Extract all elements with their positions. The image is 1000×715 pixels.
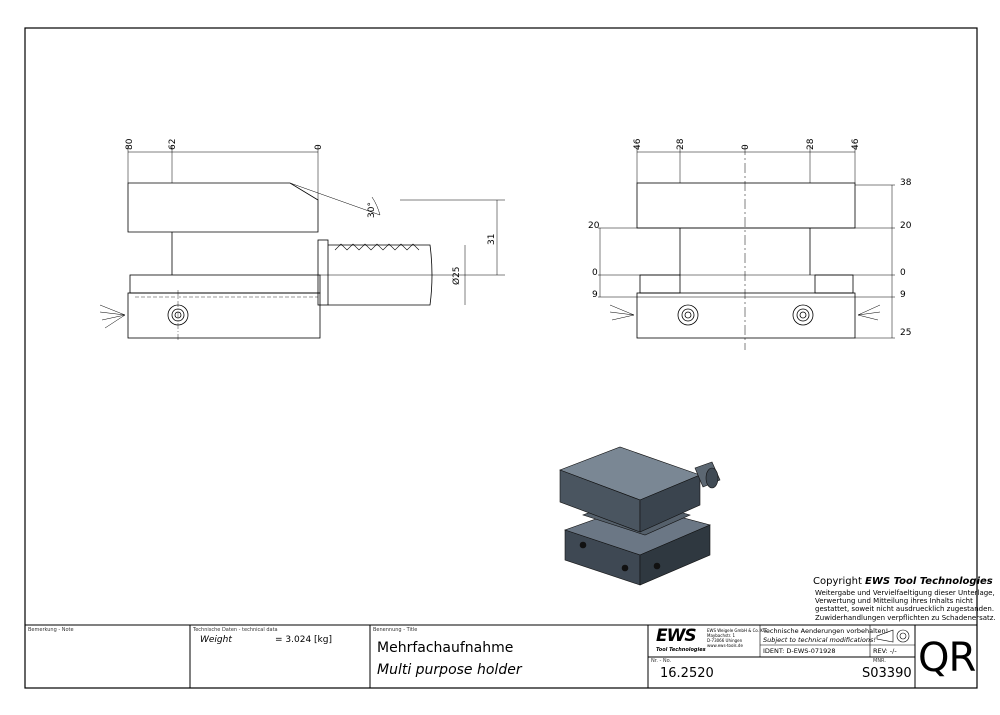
address-line: EWS Weigele GmbH & Co. KG — [707, 628, 767, 633]
address: EWS Weigele GmbH & Co. KG Maybachstr. 1 … — [707, 628, 766, 648]
isometric-view — [559, 446, 721, 586]
copyright-prefix: Copyright — [813, 576, 866, 587]
dim-62: 62 — [168, 138, 178, 150]
ews-logo: EWS — [656, 626, 697, 646]
front-view — [598, 145, 895, 350]
dim-right: 20 — [900, 221, 912, 231]
mnr-label: MNR. — [873, 658, 886, 664]
change-note-en: Subject to technical modifications! — [763, 636, 876, 644]
copyright-line: Weitergabe und Vervielfaeltigung dieser … — [815, 589, 995, 597]
weight-label: Weight — [200, 635, 232, 645]
weight-value: = 3.024 [kg] — [275, 635, 332, 645]
dim-diameter: Ø25 — [452, 266, 462, 285]
dim-80: 80 — [125, 138, 135, 150]
copyright-brand: EWS Tool Technologies — [865, 576, 993, 587]
dim-top: 28 — [676, 138, 686, 150]
change-note-de: Technische Aenderungen vorbehalten! — [763, 627, 889, 635]
part-number: 16.2520 — [660, 666, 714, 681]
sheet-border — [24, 27, 978, 689]
dim-31: 31 — [487, 233, 497, 245]
copyright-title: Copyright EWS Tool Technologies — [813, 576, 993, 587]
dim-left: 0 — [592, 268, 598, 278]
address-line: www.ews-tools.de — [707, 643, 743, 648]
dim-top: 0 — [741, 144, 751, 150]
copyright-line: Verwertung und Mitteilung ihres Inhalts … — [815, 597, 973, 606]
dim-top: 28 — [806, 138, 816, 150]
dim-right: 0 — [900, 268, 906, 278]
tech-data-label: Technische Daten - technical data — [193, 627, 278, 633]
dim-top: 46 — [633, 138, 643, 150]
address-line: Maybachstr. 1 — [707, 633, 736, 638]
side-view — [99, 145, 505, 342]
copyright-line: gestattet, soweit nicht ausdruecklich zu… — [815, 605, 995, 614]
dim-angle: 30° — [367, 202, 377, 218]
dim-top: 46 — [851, 138, 861, 150]
qr-mark: QR — [918, 635, 976, 681]
title-de: Mehrfachaufnahme — [377, 640, 514, 656]
address-line: D-73066 Uhingen — [707, 638, 743, 643]
dim-left: 9 — [592, 290, 598, 300]
ews-logo-sub: Tool Technologies — [656, 647, 706, 653]
dim-right: 38 — [900, 178, 912, 188]
title-label: Benennung - Title — [373, 627, 418, 633]
note-label: Bemerkung - Note — [28, 627, 74, 633]
mnr-number: S03390 — [862, 666, 912, 681]
dim-0: 0 — [314, 144, 324, 150]
ident: IDENT: D-EWS-071928 — [763, 647, 836, 655]
copyright-text: Weitergabe und Vervielfaeltigung dieser … — [815, 589, 996, 622]
title-block-lines — [25, 624, 977, 688]
dim-right: 9 — [900, 290, 906, 300]
dim-left: 20 — [588, 221, 600, 231]
revision: REV: -/- — [873, 647, 897, 655]
copyright-line: Zuwiderhandlungen verpflichten zu Schade… — [815, 613, 996, 622]
dim-right: 25 — [900, 328, 912, 338]
nr-label: Nr. - No. — [651, 658, 672, 664]
title-en: Multi purpose holder — [377, 662, 522, 678]
